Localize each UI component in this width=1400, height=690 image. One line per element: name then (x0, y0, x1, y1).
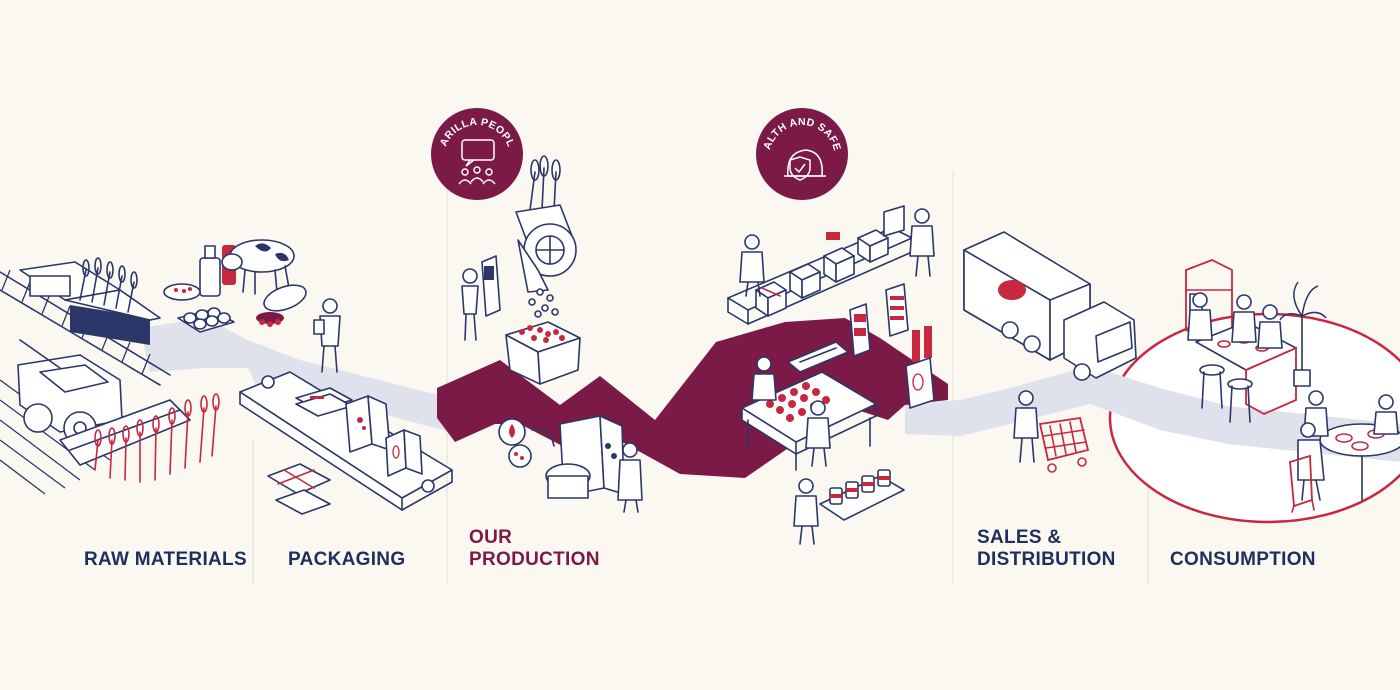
shield-icon (789, 156, 811, 181)
kitchen-counter-icon (1187, 292, 1297, 416)
tractor-icon (17, 339, 191, 466)
raw-materials-illustration (0, 239, 341, 495)
stool-icon (1199, 364, 1253, 423)
shopper-icon (1013, 390, 1039, 463)
cart-icon (1038, 416, 1090, 473)
stage-label-raw-materials: RAW MATERIALS (84, 549, 247, 570)
eggs-icon (177, 307, 235, 333)
red-wheat-icon (94, 393, 220, 483)
flow-path-light (140, 318, 1400, 462)
chair-icon (1289, 454, 1315, 513)
stacked-plates-icon (295, 387, 353, 417)
chat-bubble-icon (461, 139, 495, 167)
stage-label-our-production-line2: PRODUCTION (469, 549, 600, 570)
barilla-people-badge-label: BARILLA PEOPLE (0, 0, 517, 149)
stage-label-sales-distribution: SALES & DISTRIBUTION (977, 527, 1116, 571)
sales-illustration (963, 231, 1137, 473)
wheat-icon (79, 257, 138, 313)
cow-icon (221, 239, 295, 295)
stage-label-consumption: CONSUMPTION (1170, 549, 1316, 570)
table-workers-icon (751, 356, 831, 467)
health-safety-badge-label: HEALTH AND SAFETY (0, 0, 843, 152)
barilla-people-badge (431, 108, 523, 200)
production-illustration (461, 155, 935, 545)
flat-cardboard-icon (267, 463, 331, 515)
people-icon (458, 166, 496, 185)
stage-label-sales-line2: DISTRIBUTION (977, 549, 1116, 570)
train-icon (19, 261, 161, 345)
operator-terminal-icon (461, 255, 501, 341)
inspector-person-icon (313, 298, 341, 373)
cocoa-icon (256, 284, 307, 327)
production-worker-icon (617, 442, 643, 513)
mill-wheat-icon (529, 155, 561, 211)
milk-bottle-icon (163, 245, 236, 301)
section-dividers (252, 170, 1149, 585)
hopper-icon (505, 321, 581, 385)
cookie-table-icon (741, 341, 877, 471)
stage-label-packaging: PACKAGING (288, 549, 406, 570)
grains-icon (528, 288, 559, 318)
box-conveyor-icon (727, 205, 913, 325)
plant-icon (1279, 281, 1327, 387)
water-drop-icon (498, 418, 555, 468)
mill-icon (515, 204, 577, 293)
mixer-icon (545, 415, 625, 499)
pasta-bag-icon (345, 395, 391, 453)
pallet-stack-icon (849, 283, 935, 409)
consumption-illustration (1185, 259, 1400, 513)
pasta-box-icon (385, 429, 423, 477)
stage-label-our-production: OUR PRODUCTION (469, 527, 600, 571)
conveyor-workers-icon (739, 208, 935, 297)
packaging-illustration (239, 371, 453, 515)
jars-icon (793, 469, 905, 545)
stage-label-sales-line1: SALES & (977, 527, 1062, 548)
helmet-icon (784, 149, 826, 177)
stage-label-our-production-line1: OUR (469, 527, 513, 548)
truck-icon (963, 231, 1137, 381)
health-safety-badge (756, 108, 848, 200)
